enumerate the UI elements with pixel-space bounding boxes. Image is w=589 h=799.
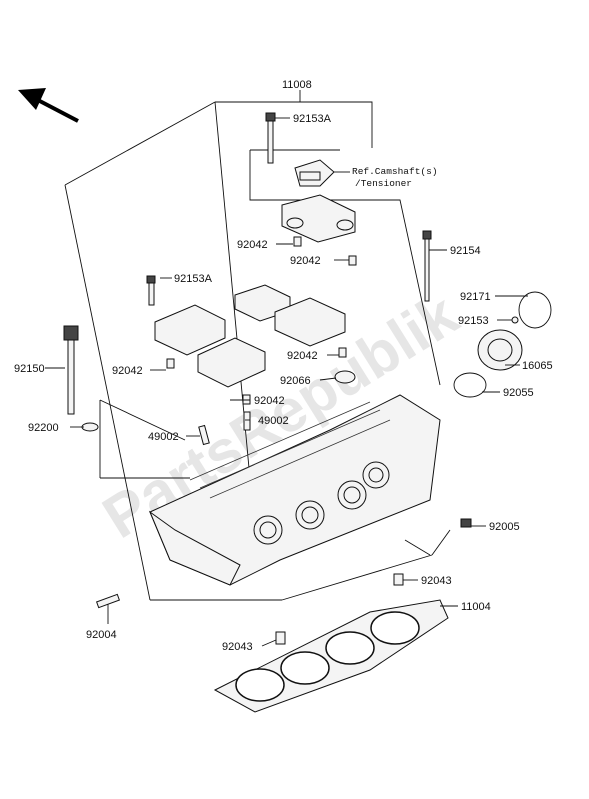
bolt-92150 [63, 325, 79, 415]
o-ring-92055 [453, 372, 487, 398]
clamp-92171 [518, 291, 552, 329]
bolt-92154 [422, 230, 432, 302]
label-92055: 92055 [503, 387, 534, 399]
bolt-92153 [511, 316, 519, 324]
dowel-92042-d [338, 347, 347, 358]
label-92150: 92150 [14, 363, 45, 375]
label-92005: 92005 [489, 521, 520, 533]
label-ref-camshaft: Ref.Camshaft(s) [352, 166, 438, 177]
camshaft-cap-3 [274, 297, 346, 347]
label-92066: 92066 [280, 375, 311, 387]
label-92200: 92200 [28, 422, 59, 434]
label-92153A-top: 92153A [293, 113, 332, 125]
dowel-92042-e [242, 394, 251, 405]
bolt-92153A-top [265, 112, 276, 164]
callout-labels: 11008 92153A Ref.Camshaft(s) /Tensioner … [14, 79, 553, 653]
dowel-92042-a [293, 236, 302, 247]
cylinder-head-11008 [148, 394, 441, 586]
ref-camshaft-bracket [294, 159, 335, 187]
label-49002-left: 49002 [148, 431, 179, 443]
pin-49002-left [198, 424, 210, 446]
bolt-92153A-left [146, 275, 156, 306]
dowel-92042-c [166, 358, 175, 369]
label-16065: 16065 [522, 360, 553, 372]
label-92153A-left: 92153A [174, 273, 213, 285]
label-92004: 92004 [86, 629, 117, 641]
label-49002-right: 49002 [258, 415, 289, 427]
label-92154: 92154 [450, 245, 481, 257]
dowel-92043-right [393, 573, 404, 586]
label-92042-a: 92042 [237, 239, 268, 251]
cover-16065 [477, 329, 523, 371]
stud-92004 [95, 593, 121, 609]
label-92153: 92153 [458, 315, 489, 327]
label-11008: 11008 [282, 79, 312, 91]
washer-92200 [81, 422, 99, 432]
label-92043-bottom: 92043 [222, 641, 253, 653]
dowel-92042-b [348, 255, 357, 266]
leader-lines [45, 117, 528, 647]
label-92042-c: 92042 [112, 365, 143, 377]
label-92171: 92171 [460, 291, 491, 303]
label-11004: 11004 [461, 601, 491, 613]
label-ref-tensioner: /Tensioner [355, 178, 412, 189]
plug-92066 [334, 370, 356, 384]
dowel-92043-bottom [275, 631, 286, 645]
camshaft-cap-4 [197, 337, 266, 388]
head-gasket-11004 [213, 599, 449, 713]
arrow-up-left-icon [18, 88, 79, 123]
label-92043-right: 92043 [421, 575, 452, 587]
label-92042-d: 92042 [287, 350, 318, 362]
label-92042-b: 92042 [290, 255, 321, 267]
fitting-92005 [460, 518, 472, 528]
camshaft-cap-top [281, 194, 356, 243]
camshaft-cap-2 [154, 304, 226, 356]
label-92042-e: 92042 [254, 395, 285, 407]
pin-49002-right [243, 411, 251, 431]
